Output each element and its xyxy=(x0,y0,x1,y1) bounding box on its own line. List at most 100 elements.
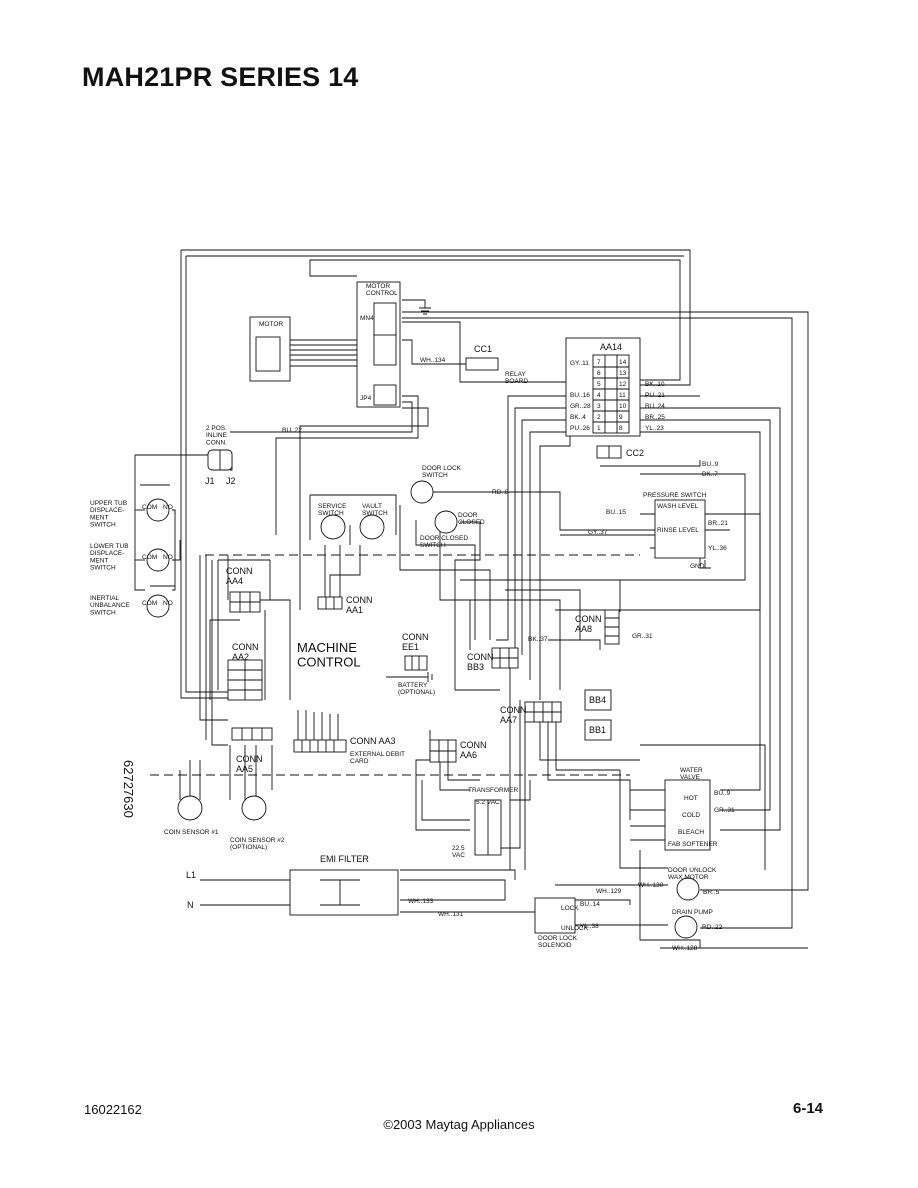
drain-pump-label: DRAIN PUMP xyxy=(672,909,713,916)
motor-label: MOTOR xyxy=(259,321,283,328)
wire-gy11: GY..11 xyxy=(570,360,589,367)
aa14-pin-9: 9 xyxy=(619,414,623,421)
no-label-3: NO xyxy=(163,600,173,607)
wire-br21: BR..21 xyxy=(708,520,728,527)
drain-pump: DRAIN PUMP RD..22 WH..128 xyxy=(672,909,723,952)
wire-bk7: BU..9 xyxy=(714,790,731,797)
com-label-1: COM xyxy=(142,504,157,511)
aa14-pin-3: 3 xyxy=(597,403,601,410)
wire-bk10: BK..10 xyxy=(645,381,665,388)
aa14-pin-13: 13 xyxy=(619,370,627,377)
wire-pu26: PU..26 xyxy=(570,425,590,432)
page-number: 6-14 xyxy=(793,1100,824,1117)
cc2-block: CC2 BU..9 BK..7 xyxy=(596,445,719,478)
wire-bu24: BU..24 xyxy=(645,403,665,410)
l1-label: L1 xyxy=(186,870,196,880)
battery-label: BATTERY(OPTIONAL) xyxy=(398,682,435,696)
doc-number: 16022162 xyxy=(84,1102,142,1117)
bb4-label: BB4 xyxy=(589,695,606,705)
wire-wh130: WH..130 xyxy=(638,882,664,889)
aa14-pin-14: 14 xyxy=(619,359,627,366)
copyright: ©2003 Maytag Appliances xyxy=(383,1117,535,1132)
wire-gr28: GR..28 xyxy=(570,403,591,410)
aa14-pin-5: 5 xyxy=(597,381,601,388)
valve-fab-label: FAB SOFTENER xyxy=(668,841,718,848)
j1-label: J1 xyxy=(205,476,215,486)
wire-yl38: YL..38 xyxy=(580,923,599,930)
aa14-pin-11: 11 xyxy=(619,392,626,399)
wash-level-label: WASH LEVEL xyxy=(657,503,699,510)
emi-filter-label: EMI FILTER xyxy=(320,854,369,864)
no-label-1: NO xyxy=(163,504,173,511)
emi-filter: EMI FILTER L1 N WH..133 WH..131 xyxy=(186,854,464,918)
mn4-label: MN4 xyxy=(360,315,374,322)
side-number: 62727630 xyxy=(121,760,136,818)
rinse-level-label: RINSE LEVEL xyxy=(657,527,699,534)
aa14-pin-1: 1 xyxy=(597,425,601,432)
coin-sensor-1-label: COIN SENSOR #1 xyxy=(164,829,219,836)
wire-wh133: WH..133 xyxy=(408,898,434,905)
pressure-switch: PRESSURE SWITCH WASH LEVEL RINSE LEVEL G… xyxy=(588,492,728,570)
wire-bu14: BU..14 xyxy=(580,901,600,908)
aa14-pin-10: 10 xyxy=(619,403,627,410)
wire-wh129: WH..129 xyxy=(596,888,622,895)
valve-bleach-label: BLEACH xyxy=(678,829,704,836)
transformer-label: TRANSFORMER xyxy=(468,787,519,794)
coin-sensor-2-label: COIN SENSOR #2(OPTIONAL) xyxy=(230,837,285,851)
aa14-label: AA14 xyxy=(600,342,622,352)
machine-control-boundary xyxy=(150,554,640,776)
aa14-pin-6: 6 xyxy=(597,370,601,377)
valve-hot-label: HOT xyxy=(684,795,698,802)
wire-rd22: RD..22 xyxy=(702,924,723,931)
com-label-2: COM xyxy=(142,554,157,561)
aa14-pin-12: 12 xyxy=(619,381,627,388)
aa14-block: AA14 7 14 6 13 5 12 4 11 3 10 2 9 1 8 GY… xyxy=(565,337,665,437)
cc1-label: CC1 xyxy=(474,344,492,354)
wire-pu20: BK..7 xyxy=(702,471,718,478)
cc2-label: CC2 xyxy=(626,448,644,458)
bb-blocks: BB4 BB1 xyxy=(584,689,612,741)
coin-sensors: COIN SENSOR #1 COIN SENSOR #2(OPTIONAL) xyxy=(164,795,285,851)
pressure-switch-label: PRESSURE SWITCH xyxy=(643,492,707,499)
wire-yl23: YL..23 xyxy=(645,425,664,432)
gnd-label: GND xyxy=(690,563,705,570)
aa14-pin-7: 7 xyxy=(597,359,601,366)
conn-aa3-label: CONN AA3 xyxy=(350,736,396,746)
wire-bu9: GR..31 xyxy=(714,807,735,814)
wire-pu21: PU..21 xyxy=(645,392,665,399)
wire-yl36: YL..36 xyxy=(708,545,727,552)
valve-cold-label: COLD xyxy=(682,812,700,819)
